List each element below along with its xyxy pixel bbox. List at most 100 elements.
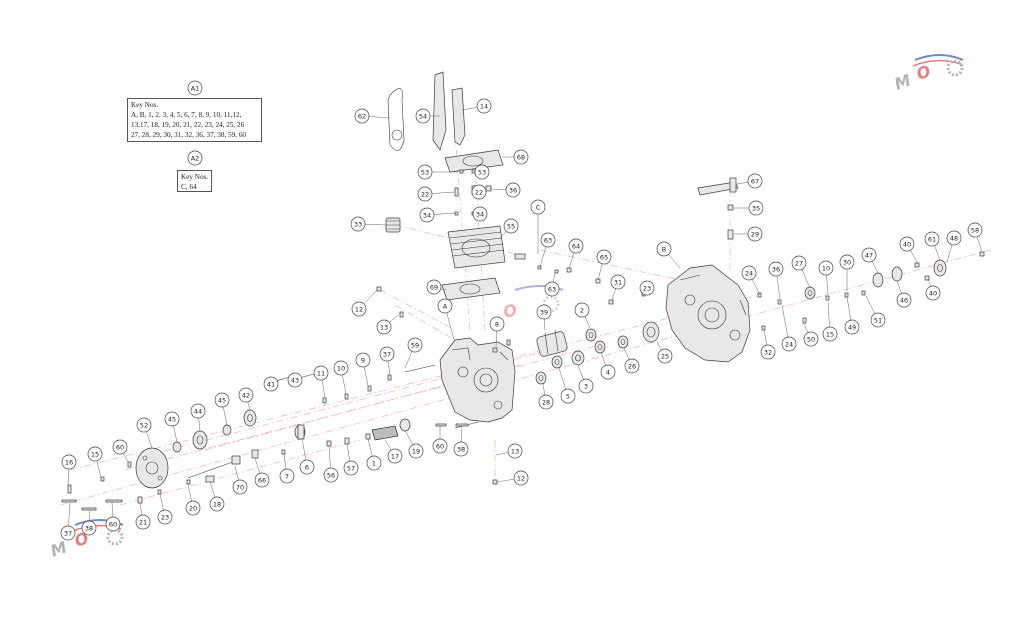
callout-circle bbox=[417, 164, 433, 180]
callout-70: 70 bbox=[232, 479, 248, 495]
callout-label: 33 bbox=[354, 220, 362, 228]
callout-circle bbox=[164, 411, 180, 427]
callout-circle bbox=[861, 247, 877, 263]
leader-line bbox=[444, 305, 455, 341]
leader-line bbox=[946, 237, 955, 263]
axis-line bbox=[204, 364, 521, 451]
gears bbox=[192, 259, 947, 450]
leader-line bbox=[426, 212, 456, 216]
callout-a2: A2 bbox=[187, 150, 203, 166]
axis-line bbox=[59, 249, 991, 506]
callout-22: 22 bbox=[471, 184, 487, 200]
callout-label: A bbox=[443, 302, 448, 310]
callout-label: 28 bbox=[542, 398, 550, 406]
callout-label: 44 bbox=[194, 407, 202, 415]
leader-line bbox=[896, 280, 905, 301]
callout-15: 15 bbox=[87, 446, 103, 462]
callout-circle bbox=[351, 301, 367, 317]
leader-line bbox=[383, 314, 399, 328]
callout-circle bbox=[157, 509, 173, 525]
leader-line bbox=[404, 344, 416, 369]
callout-circle bbox=[135, 514, 151, 530]
callout-circle bbox=[574, 302, 590, 318]
callout-label: 59 bbox=[411, 341, 419, 349]
callout-label: 22 bbox=[475, 188, 483, 196]
callout-63: 63 bbox=[540, 232, 556, 248]
callout-label: 2 bbox=[580, 306, 584, 314]
callout-label: 25 bbox=[661, 352, 669, 360]
leader-line bbox=[539, 239, 549, 268]
callout-3: 3 bbox=[578, 378, 594, 394]
callout-circle bbox=[185, 500, 201, 516]
callout-circle bbox=[741, 265, 757, 281]
callout-circle bbox=[505, 182, 521, 198]
callout-9: 9 bbox=[355, 352, 371, 368]
callout-label: 55 bbox=[507, 222, 515, 230]
callout-label: 43 bbox=[291, 376, 299, 384]
leader-line bbox=[499, 225, 512, 239]
leader-line bbox=[404, 429, 417, 452]
axis-line bbox=[539, 249, 681, 281]
callout-27: 27 bbox=[791, 255, 807, 271]
callout-circle bbox=[803, 331, 819, 347]
callout-22: 22 bbox=[417, 186, 433, 202]
leader-line bbox=[245, 394, 251, 411]
callout-label: 17 bbox=[391, 452, 399, 460]
callout-63: 63 bbox=[544, 281, 560, 297]
callout-circle bbox=[624, 358, 640, 374]
callout-circle bbox=[313, 365, 329, 381]
callout-label: 56 bbox=[327, 471, 335, 479]
leader-line bbox=[340, 367, 347, 395]
callout-circle bbox=[333, 360, 349, 376]
callout-65: 65 bbox=[596, 249, 612, 265]
callout-23: 23 bbox=[157, 509, 173, 525]
leader-line bbox=[781, 304, 790, 345]
leader-line bbox=[551, 271, 556, 290]
callout-label: 6 bbox=[305, 463, 309, 471]
callout-circle bbox=[426, 279, 442, 295]
left-crankcase bbox=[439, 337, 516, 423]
callout-36: 36 bbox=[505, 182, 521, 198]
leader-line bbox=[802, 321, 812, 340]
leader-line bbox=[611, 281, 619, 301]
callout-label: 51 bbox=[874, 316, 882, 324]
gaskets bbox=[441, 149, 504, 301]
callout-label: 10 bbox=[822, 264, 830, 272]
callout-44: 44 bbox=[190, 403, 206, 419]
leader-line bbox=[775, 268, 781, 300]
callout-label: 19 bbox=[412, 447, 420, 455]
bearings bbox=[172, 286, 816, 453]
leader-line bbox=[460, 425, 463, 450]
callout-circle bbox=[503, 218, 519, 234]
callout-label: 12 bbox=[517, 474, 525, 482]
callout-24: 24 bbox=[741, 265, 757, 281]
callout-circle bbox=[818, 260, 834, 276]
callout-b: B bbox=[656, 241, 672, 257]
callout-circle bbox=[507, 443, 523, 459]
callout-circle bbox=[355, 352, 371, 368]
key-box-a1-line: 27, 28, 29, 30, 31, 32, 36, 37, 38, 59, … bbox=[131, 131, 246, 139]
callout-15: 15 bbox=[822, 326, 838, 342]
callout-circle bbox=[472, 206, 488, 222]
leader-line bbox=[362, 359, 369, 387]
callout-38: 38 bbox=[81, 520, 97, 536]
callout-label: 30 bbox=[843, 258, 851, 266]
callout-circle bbox=[376, 319, 392, 335]
callout-label: 34 bbox=[423, 211, 431, 219]
leader-line bbox=[490, 188, 514, 191]
callout-circle bbox=[656, 241, 672, 257]
callout-circle bbox=[924, 231, 940, 247]
callout-label: 18 bbox=[213, 500, 221, 508]
callout-circle bbox=[287, 372, 303, 388]
callout-26: 26 bbox=[624, 358, 640, 374]
callout-circle bbox=[899, 236, 915, 252]
callout-label: 36 bbox=[772, 265, 780, 273]
callout-62: 62 bbox=[354, 108, 370, 124]
callout-10: 10 bbox=[818, 260, 834, 276]
callout-64: 64 bbox=[568, 238, 584, 254]
leader-line bbox=[474, 189, 480, 193]
callout-circle bbox=[513, 470, 529, 486]
leader-line bbox=[301, 437, 308, 468]
callout-label: 38 bbox=[457, 445, 465, 453]
callout-6: 6 bbox=[299, 459, 315, 475]
